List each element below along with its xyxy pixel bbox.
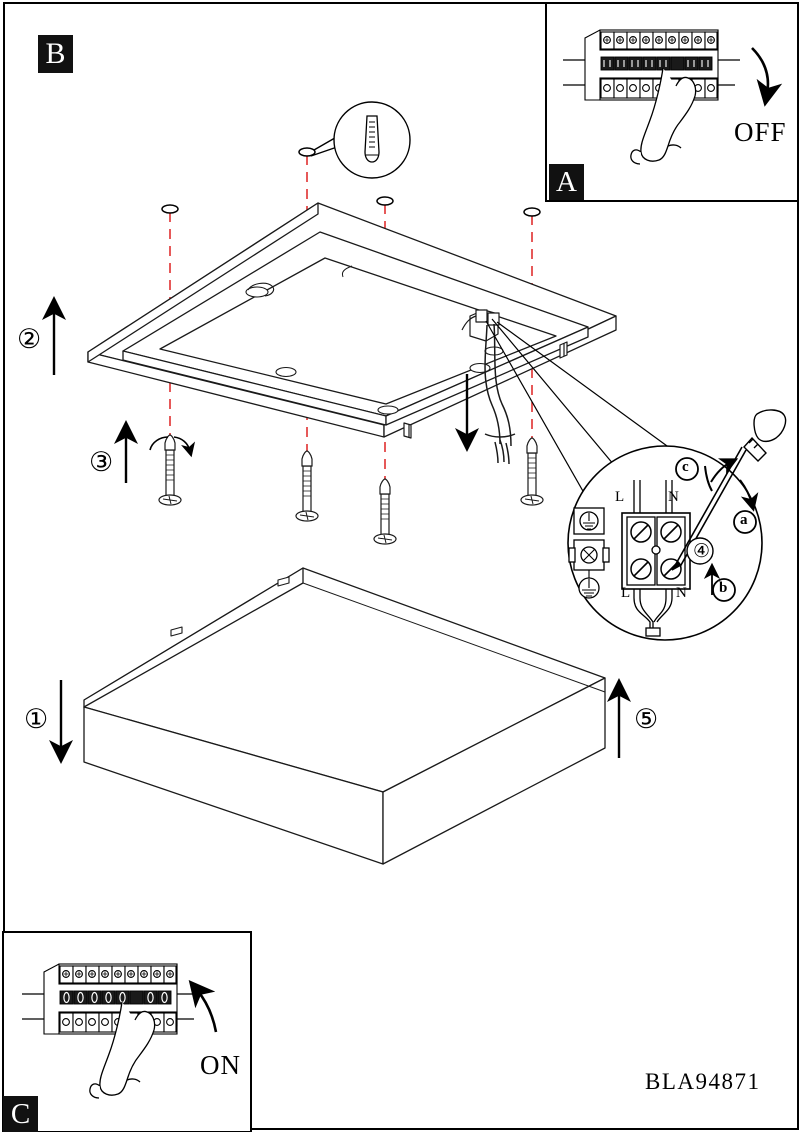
breaker-panel-a xyxy=(563,29,740,101)
terminal-bottom-label-l: L xyxy=(621,585,631,601)
step-2-marker: ② xyxy=(17,324,42,354)
screw-icon xyxy=(295,450,319,522)
step-3-marker: ③ xyxy=(89,447,114,477)
terminal-step-4-marker: ④ xyxy=(693,541,711,562)
ceiling-hole-markers xyxy=(161,147,541,217)
step-5-marker: ⑤ xyxy=(634,704,659,734)
diffuser-cover-body xyxy=(83,567,606,865)
panel-c-caption: ON xyxy=(200,1050,241,1080)
terminal-bottom-label-n: N xyxy=(676,585,687,601)
panel-c-group xyxy=(2,931,252,1132)
panel-b-label: B xyxy=(45,37,66,70)
panel-a-label: A xyxy=(556,165,577,198)
step-1-marker: ① xyxy=(24,704,49,734)
screwdriver-rotation-arrows xyxy=(704,458,759,512)
supply-wire-bundle xyxy=(484,323,516,465)
terminal-marker-a: a xyxy=(740,512,748,528)
screw-rotation-arrows xyxy=(149,436,196,458)
terminal-top-wires xyxy=(633,480,673,513)
screw-group xyxy=(158,434,544,545)
breaker-panel-c xyxy=(22,963,199,1035)
panel-a-caption: OFF xyxy=(734,117,787,147)
screw-icon xyxy=(158,434,182,506)
ln-terminal-block xyxy=(621,512,691,590)
wall-plug-icon xyxy=(364,115,380,163)
terminal-detail-circle xyxy=(567,409,787,641)
mounting-plate-assembly xyxy=(87,202,617,439)
screw-icon xyxy=(373,478,397,545)
hand-finger-icon-a xyxy=(630,67,697,165)
terminal-top-label-l: L xyxy=(615,489,625,505)
wall-plug-callout xyxy=(310,101,411,179)
terminal-bottom-wires xyxy=(633,589,673,637)
panel-c-label: C xyxy=(10,1097,31,1130)
earth-terminal xyxy=(568,507,610,599)
curved-arrow-down-icon-a xyxy=(751,47,783,107)
panel-a-badge: A xyxy=(549,164,584,200)
product-code: BLA94871 xyxy=(645,1069,761,1094)
hand-finger-icon-c xyxy=(89,1001,156,1099)
panel-a-group xyxy=(545,2,799,202)
screw-icon xyxy=(520,437,544,506)
panel-b-badge: B xyxy=(38,35,73,73)
panel-c-badge: C xyxy=(3,1096,38,1132)
detail-marker-circles xyxy=(675,457,757,602)
terminal-marker-b: b xyxy=(719,580,728,596)
curved-arrow-up-icon-c xyxy=(188,980,218,1033)
terminal-marker-c: c xyxy=(682,459,689,475)
page-border xyxy=(3,2,799,1130)
terminal-top-label-n: N xyxy=(668,489,679,505)
step-arrows xyxy=(42,296,631,764)
